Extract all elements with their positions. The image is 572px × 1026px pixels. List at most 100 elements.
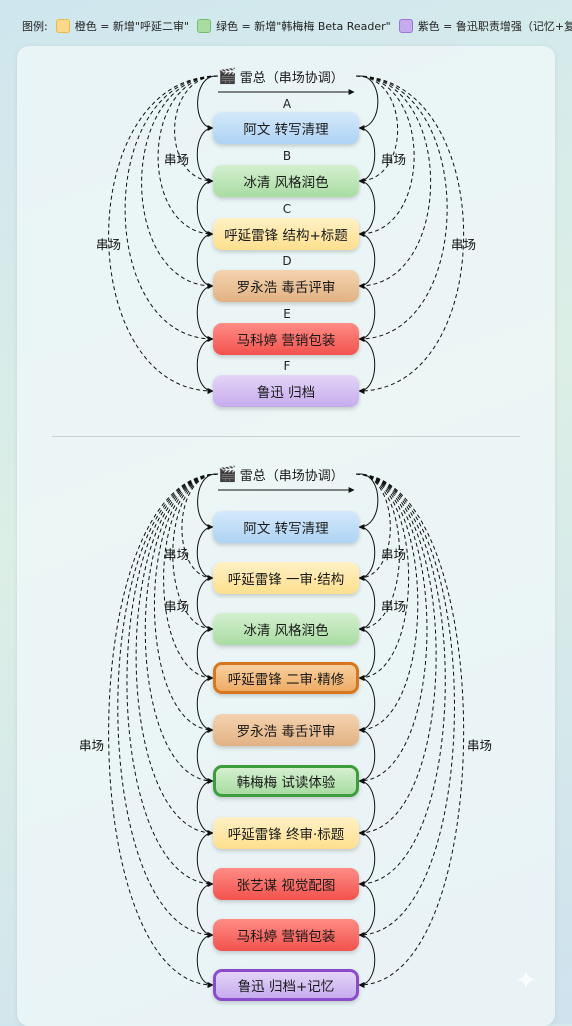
d1-left-arc-3 bbox=[196, 285, 214, 342]
d2-right-loop-7 bbox=[355, 473, 446, 887]
d1-left-loop-5 bbox=[108, 75, 219, 394]
d1-left-entry bbox=[197, 75, 217, 131]
d2-left-loop-3 bbox=[163, 473, 219, 681]
d1-right-loop-5 bbox=[355, 75, 465, 394]
d2-right-arc-5 bbox=[358, 780, 376, 836]
clapperboard-icon: 🎬 bbox=[218, 465, 237, 483]
coordinator-1-label: 雷总（串场协调） bbox=[239, 70, 344, 86]
d2-left-arc-6 bbox=[196, 832, 214, 887]
d2-side-label-right-2: 串场 bbox=[381, 599, 407, 614]
d1-right-loop-4 bbox=[355, 75, 448, 342]
d2-right-loop-1 bbox=[355, 473, 391, 581]
d1-left-arc-2 bbox=[196, 233, 214, 289]
d1-node-makeling: 马科婷 营销包装 bbox=[213, 323, 359, 355]
d1-side-label-right-outer: 串场 bbox=[451, 237, 477, 252]
d2-side-label-right-1: 串场 bbox=[381, 547, 407, 562]
d1-right-arc-4 bbox=[358, 338, 376, 394]
step-label-a: A bbox=[282, 97, 292, 111]
d1-left-loop-3 bbox=[141, 75, 219, 289]
legend-orange-label: 橙色 = 新增"呼延二审" bbox=[74, 20, 190, 33]
d1-node-luoyonghao: 罗永浩 毒舌评审 bbox=[213, 270, 359, 302]
d2-right-arc-6 bbox=[358, 832, 376, 887]
d1-left-arc-4 bbox=[196, 338, 214, 394]
d2-node-awen: 阿文 转写清理 bbox=[213, 511, 359, 543]
d2-left-arc-1 bbox=[196, 577, 214, 632]
d2-left-arc-8 bbox=[196, 934, 214, 988]
d1-left-arc-0 bbox=[196, 127, 214, 184]
d2-left-loop-7 bbox=[126, 473, 219, 887]
d2-left-arc-7 bbox=[196, 883, 214, 938]
d2-side-label-left-1: 串场 bbox=[164, 547, 190, 562]
legend-purple-swatch bbox=[398, 19, 413, 33]
d2-side-label-left-outer: 串场 bbox=[79, 738, 105, 753]
d1-right-loop-1 bbox=[355, 75, 399, 184]
d2-left-loop-4 bbox=[154, 473, 219, 733]
d2-right-loop-4 bbox=[355, 473, 419, 733]
d2-node-hanmeimei: 韩梅梅 试读体验 bbox=[213, 765, 359, 797]
d2-node-huyan-first: 呼延雷锋 一审·结构 bbox=[213, 562, 359, 594]
d2-node-makeling: 马科婷 营销包装 bbox=[213, 919, 359, 951]
d1-node-bingqing: 冰清 风格润色 bbox=[213, 165, 359, 197]
d1-right-loop-3 bbox=[355, 75, 432, 289]
d2-right-arc-2 bbox=[358, 628, 376, 681]
d1-left-loop-2 bbox=[157, 75, 219, 237]
d1-right-loop-2 bbox=[355, 75, 415, 237]
legend-purple-label: 紫色 = 鲁迅职责增强（记忆+复盘） bbox=[417, 20, 572, 33]
d1-side-label-left-outer: 串场 bbox=[96, 237, 122, 252]
d1-right-arc-3 bbox=[358, 285, 376, 342]
d2-left-loop-2 bbox=[172, 473, 219, 632]
d2-node-luxun: 鲁迅 归档+记忆 bbox=[213, 969, 359, 1001]
sparkle-icon: ✦ bbox=[515, 966, 537, 996]
d2-left-loop-1 bbox=[181, 473, 219, 581]
d2-left-arc-0 bbox=[196, 526, 214, 581]
d2-right-arc-0 bbox=[358, 526, 376, 581]
d2-node-huyan-final: 呼延雷锋 终审·标题 bbox=[213, 817, 359, 849]
d2-left-arc-4 bbox=[196, 729, 214, 784]
d2-node-zhangyimou: 张艺谋 视觉配图 bbox=[213, 868, 359, 900]
d2-right-arc-8 bbox=[358, 934, 376, 988]
legend: 图例: 橙色 = 新增"呼延二审" 绿色 = 新增"韩梅梅 Beta Reade… bbox=[22, 14, 572, 38]
step-label-b: B bbox=[282, 149, 292, 163]
d2-left-arc-2 bbox=[196, 628, 214, 681]
d2-right-arc-3 bbox=[358, 677, 376, 733]
d2-node-huyan-second: 呼延雷锋 二审·精修 bbox=[213, 662, 359, 694]
step-label-d: D bbox=[282, 254, 292, 268]
d1-left-loop-4 bbox=[124, 75, 219, 342]
step-label-c: C bbox=[282, 202, 292, 216]
d2-right-arc-1 bbox=[358, 577, 376, 632]
d1-side-label-right-inner: 串场 bbox=[381, 152, 407, 167]
d2-left-arc-3 bbox=[196, 677, 214, 733]
section-divider bbox=[52, 436, 520, 437]
coordinator-2-label: 雷总（串场协调） bbox=[239, 468, 344, 484]
legend-prefix: 图例: bbox=[22, 20, 48, 33]
d1-right-arc-1 bbox=[358, 180, 376, 237]
d2-side-label-right-outer: 串场 bbox=[467, 738, 493, 753]
d2-left-loop-8 bbox=[117, 473, 219, 938]
d1-node-huyan: 呼延雷锋 结构+标题 bbox=[213, 218, 359, 250]
d1-right-arc-2 bbox=[358, 233, 376, 289]
step-label-f: F bbox=[283, 359, 291, 373]
d2-left-arc-5 bbox=[196, 780, 214, 836]
d1-right-entry bbox=[358, 75, 379, 131]
legend-green-label: 绿色 = 新增"韩梅梅 Beta Reader" bbox=[216, 20, 391, 33]
d2-right-arc-7 bbox=[358, 883, 376, 938]
d1-node-luxun: 鲁迅 归档 bbox=[213, 375, 359, 407]
d2-right-loop-5 bbox=[355, 473, 428, 784]
legend-green-swatch bbox=[197, 19, 212, 33]
d2-right-loop-8 bbox=[355, 473, 455, 938]
legend-orange-swatch bbox=[55, 19, 70, 33]
d2-right-arc-4 bbox=[358, 729, 376, 784]
d2-left-loop-5 bbox=[144, 473, 219, 784]
coordinator-1: 🎬 雷总（串场协调） bbox=[218, 66, 358, 86]
clapperboard-icon: 🎬 bbox=[218, 67, 237, 85]
d1-right-arc-0 bbox=[358, 127, 376, 184]
d1-side-label-left-inner: 串场 bbox=[164, 152, 190, 167]
d2-node-luoyonghao: 罗永浩 毒舌评审 bbox=[213, 714, 359, 746]
d2-right-loop-9 bbox=[355, 473, 465, 988]
coordinator-2: 🎬 雷总（串场协调） bbox=[218, 464, 358, 484]
d1-left-arc-1 bbox=[196, 180, 214, 237]
step-label-e: E bbox=[283, 307, 291, 321]
d2-side-label-left-2: 串场 bbox=[164, 599, 190, 614]
d2-right-loop-6 bbox=[355, 473, 437, 836]
